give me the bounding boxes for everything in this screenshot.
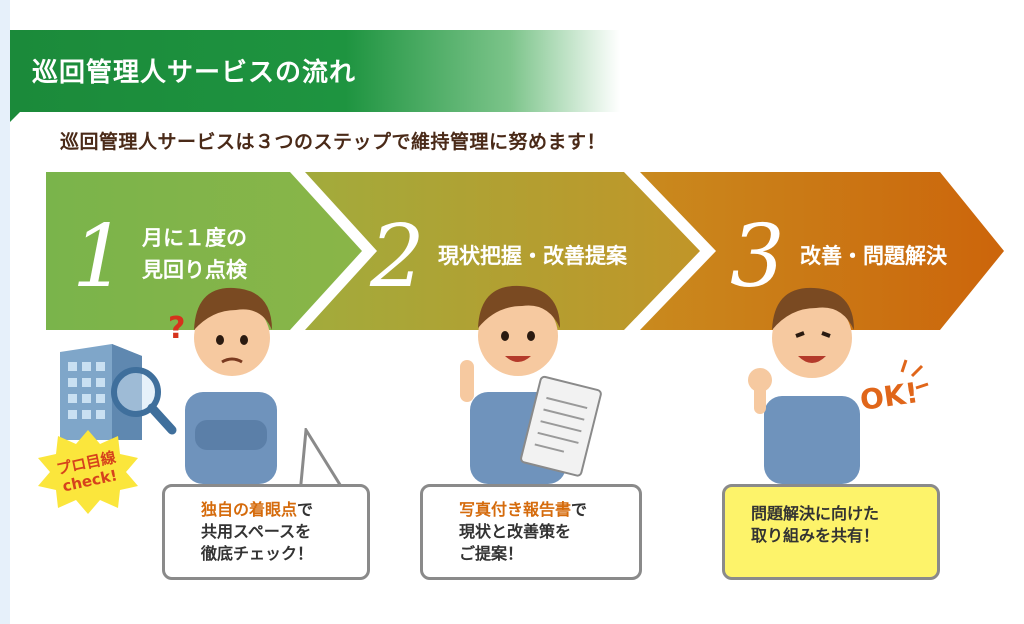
worker-clipboard-illustration [460,285,602,484]
step-2-number: 2 [370,207,425,307]
step-2-label: 現状把握・改善提案 [438,244,627,268]
step-3-arrow [640,172,1004,330]
question-mark: ? [168,311,185,346]
left-sidebar-strip [0,0,10,624]
step-1-description: 独自の着眼点で 共用スペースを 徹底チェック！ [162,484,370,580]
step-2-arrow [305,172,700,330]
check-badge-burst [38,430,138,514]
intro-text: 巡回管理人サービスは３つのステップで維持管理に努めます！ [60,131,607,153]
section-header: 巡回管理人サービスの流れ [10,30,620,112]
section-title: 巡回管理人サービスの流れ [32,58,357,88]
step-2-description: 写真付き報告書で 現状と改善策を ご提案！ [420,484,642,580]
step-3-label: 改善・問題解決 [800,244,947,268]
magnifier-icon [111,367,177,435]
worker-thinking-illustration [185,287,277,484]
step-1-number: 1 [72,207,127,307]
ok-sparkle-lines [900,359,929,390]
worker-ok-illustration [748,287,860,484]
step-3-description: 問題解決に向けた 取り組みを共有！ [722,484,940,580]
step-3-number: 3 [730,207,785,307]
header-fold [10,112,20,122]
step-1-label: 月に１度の 見回り点検 [142,226,247,282]
step-1-arrow [46,172,362,330]
